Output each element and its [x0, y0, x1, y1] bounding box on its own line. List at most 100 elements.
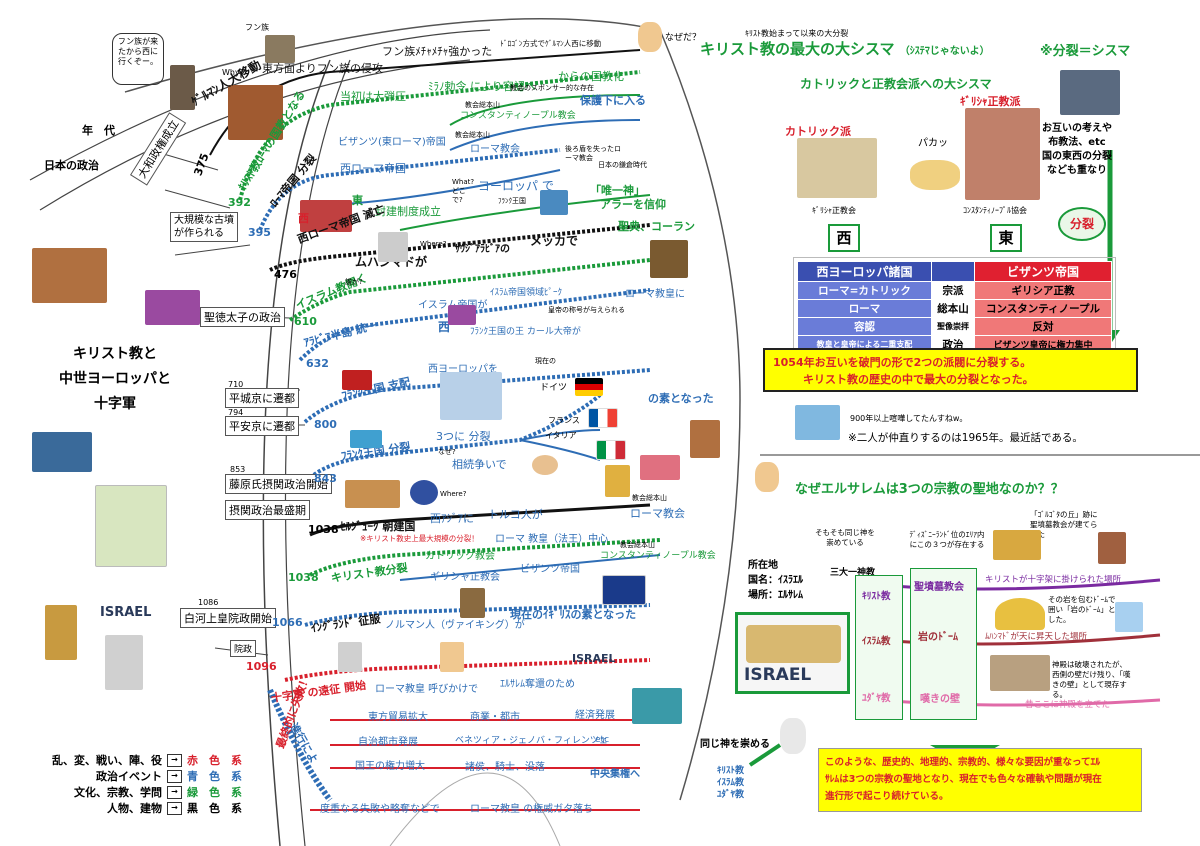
legend: 乱、変、戦い、陣、役→赤 色 系 政治イベント→青 色 系 文化、宗教、学問→緑… [30, 752, 242, 816]
split-bubble: 分裂 [1058, 207, 1106, 241]
branch-476-text: 聖典、コーラン [618, 220, 695, 233]
reason-line: 布教法、etc [1048, 137, 1106, 148]
site-judaism: 嘆きの壁 [920, 694, 960, 705]
main-title-line-2: 中世ヨーロッパと [59, 371, 171, 387]
france-flag [588, 408, 618, 428]
branch-843-text: 3つに 分裂 [436, 430, 491, 443]
dome-note: その岩を包むﾄﾞｰﾑで囲い「岩のﾄﾞｰﾑ」とした。 [1048, 595, 1116, 624]
japan-year: 710 [228, 380, 244, 389]
branch-800-text: の素となった [648, 392, 714, 405]
pope-image [605, 465, 630, 497]
site-islam: 岩のﾄﾞｰﾑ [918, 632, 958, 643]
reconcile-note: ※二人が仲直りするのは1965年。最近話である。 [848, 432, 1083, 444]
reason-line: なども重なり [1047, 165, 1107, 176]
hun-image [265, 35, 295, 63]
legend-row: 文化、宗教、学問→緑 色 系 [74, 785, 242, 799]
religion-item: ｷﾘｽﾄ教 [717, 766, 745, 776]
sky-image [1115, 602, 1143, 632]
branch-632-text: 西 [438, 320, 451, 334]
table-cell: ギリシア正教 [974, 281, 1112, 300]
branch-843-text: なぜ? [438, 448, 456, 456]
year-label: 1096 [246, 660, 277, 673]
branch-800-text: 西ヨーロッパを [428, 364, 498, 375]
branch-1038b-text: コンスタンティノープル教会 [600, 551, 716, 561]
branch-632-text: ｲｽﾗﾑ帝国領域ﾋﾟｰｸ [490, 288, 563, 298]
branch-632-text: ﾌﾗﾝｸ王国の王 カール大帝が [470, 327, 581, 337]
branch-1038a-text: ローマ教会 [630, 507, 685, 520]
branch-1038b-text: 教会総本山 [620, 541, 655, 549]
branch-395-text: 日本の鎌倉時代 [598, 161, 647, 169]
branch-392-text: 当初は大弾圧 [340, 90, 406, 103]
growth-chart-image [632, 688, 682, 724]
branch-392-text: ビザンツ(東ローマ)帝国 [338, 137, 446, 148]
islam-empire-map [448, 305, 476, 325]
axis-politics-label: 日本の政治 [44, 159, 99, 172]
sepulchre-image [993, 530, 1041, 560]
muhammad-image [378, 232, 408, 262]
schism-note: ※分裂＝シスマ [1040, 44, 1131, 59]
branch-392-text: コンスタンティノープル教会 [460, 111, 576, 121]
branch-395-text: 封建制度成立 [375, 205, 441, 218]
three-religions-list: ｷﾘｽﾄ教 ｲｽﾗﾑ教 ﾕﾀﾞﾔ教 [717, 765, 744, 801]
japan-event: 平城京に遷都 [225, 388, 299, 408]
branch-375-text: ﾄﾞﾛｺﾞﾝ方式でｹﾞﾙﾏﾝ人西に移動 [500, 39, 602, 48]
jerusalem-title: なぜエルサレムは3つの宗教の聖地なのか？？ [795, 482, 1064, 497]
painting-image [228, 85, 283, 140]
branch-1096-text: 諸侯、騎士、没落 [465, 762, 545, 773]
schism-title-paren: （ｼｽﾃﾏじゃないよ） [899, 46, 990, 57]
schism-title-main: キリスト教の最大の大シスマ [700, 40, 895, 58]
branch-395-text: ヨーロッパ で [478, 179, 554, 193]
arrow-icon: → [167, 801, 182, 815]
uk-flag [602, 575, 646, 605]
branch-800-text: ドイツ [540, 383, 568, 393]
year-label: 1038 [288, 571, 319, 584]
note-same-god: そもそも同じ神を崇めている [815, 528, 875, 547]
japan-event: 摂関政治最盛期 [225, 500, 310, 520]
franks-map-image [440, 372, 502, 420]
religion-item: ﾕﾀﾞﾔ教 [717, 790, 745, 800]
branch-1096-text: ｴﾙｻﾚﾑ奪還のため [500, 679, 575, 690]
hagia-sophia-image [965, 108, 1040, 200]
desc-islam: ﾑﾊﾝﾏﾄﾞが天に昇天した場所 [985, 632, 1088, 642]
branch-1096-text: etc [595, 735, 610, 745]
branch-392-text: ローマ教会 [470, 144, 520, 155]
orthodox-label: ｷﾞﾘｼｬ正教派 [960, 95, 1021, 108]
year-label: 395 [248, 226, 271, 239]
why-label: なぜだ？ [665, 33, 702, 43]
businessmen-image [1060, 70, 1120, 115]
religion-column-box [855, 575, 903, 720]
main-title-line-3: 十字軍 [94, 396, 136, 412]
japan-event: 聖徳太子の政治 [200, 307, 285, 327]
note-monotheism: 三大一神教 [830, 568, 876, 578]
branch-1038b-text: ローマ 教皇（法王）中心 [495, 534, 609, 545]
charlemagne-image [650, 240, 688, 278]
religion-judaism: ﾕﾀﾞﾔ教 [862, 693, 891, 704]
branch-1038b-text: ギリシャ正教会 [430, 572, 500, 583]
location-info: 所在地 国名：ｲｽﾗｴﾙ 場所：ｴﾙｻﾚﾑ [748, 558, 803, 603]
branch-1096-text: ローマ教皇 の権威ガタ落ち [470, 804, 594, 815]
axis-era-label: 年 代 [82, 124, 115, 137]
arrow-graphic [640, 455, 680, 480]
branch-1096-text: 国王の権力増大 [355, 761, 425, 772]
branch-1096-text: 経済発展 [575, 710, 615, 721]
wall-note: 神殿は破壊されたが、西側の壁だけ残り、「嘆きの壁」として現存する。 [1052, 660, 1131, 699]
branch-392-text: 教会のスポンサー的な存在 [510, 84, 594, 92]
roman-map-image [300, 200, 352, 232]
table-cell: 総本山 [931, 299, 975, 318]
religion-islam: ｲｽﾗﾑ教 [862, 636, 891, 647]
empire-map-image [145, 290, 200, 325]
main-title-line-1: キリスト教と [73, 346, 157, 362]
branch-632-text: 皇帝の称号が与えられる [548, 306, 625, 314]
branch-1066-text: 現在のｲｷﾞﾘｽの素となった [510, 608, 637, 621]
conclusion-line: ｻﾚﾑは3つの宗教の聖地となり、現在でも色々な確執や問題が現在 [825, 774, 1102, 785]
location-line: 国名：ｲｽﾗｴﾙ [748, 575, 803, 586]
religion-item: ｲｽﾗﾑ教 [717, 778, 745, 788]
reason-line: 国の東西の分裂 [1042, 151, 1112, 162]
dome-of-rock-image [995, 598, 1045, 630]
seljuk-map-image [345, 480, 400, 508]
arrow-icon: → [167, 785, 182, 799]
israel-card-text: ISRAEL [744, 665, 812, 685]
branch-1096-text: 東方貿易拡大 [368, 712, 428, 723]
table-cell: 宗派 [931, 281, 975, 300]
branch-610-where: Where? [420, 240, 447, 248]
